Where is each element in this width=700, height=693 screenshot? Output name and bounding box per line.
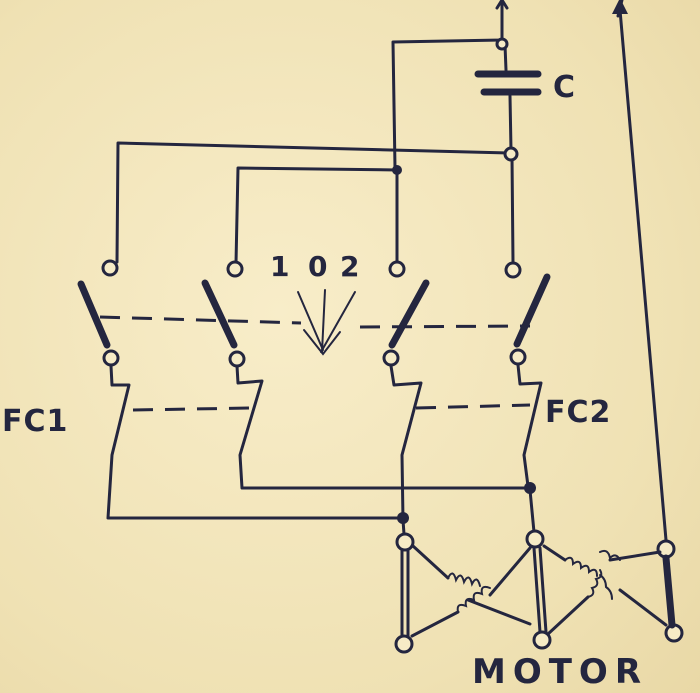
limit-switch-fc1-label: FC1 [2,404,69,439]
switch-terminal-1-bottom [102,349,120,367]
rail-left-switch-wire [115,141,512,264]
switch-blade-2 [201,279,238,349]
capacitor-top-terminal [495,37,509,51]
limit-switch-fc2 [389,363,543,522]
supply-return-line [618,8,668,542]
switch-terminal-3-top [388,260,406,278]
selector-position-0: 0 [308,250,328,283]
switch-blade-3 [388,279,430,349]
limit-switch-fc2-label: FC2 [545,395,612,430]
motor-windings [394,529,684,654]
capacitor-bottom-terminal [503,146,519,162]
motor-feed-right [528,488,536,534]
switch-terminal-3-bottom [382,349,400,367]
motor-feed-left [401,518,406,536]
switch-blade-4 [513,273,551,348]
selector-linkage-dashed [99,315,531,329]
switch-terminal-4-top [504,261,522,279]
rail-second-switch-wire [234,166,400,265]
capacitor-lead-bottom [508,94,513,152]
junction-dot-top [392,165,402,175]
switch-blade-1 [77,280,111,349]
supply-arrow-right [612,0,628,18]
junction-dot-right [524,482,536,494]
capacitor-label: C [553,70,576,105]
selector-position-2: 2 [340,250,360,283]
switch-terminal-2-top [226,260,244,278]
selector-arrow-icon [297,289,356,356]
rail-cap-to-right-switch [510,155,515,264]
capacitor-top-wire [391,12,504,170]
limit-switch-fc1 [106,364,532,520]
motor-label: MOTOR [472,652,649,692]
switch-terminal-2-bottom [228,350,246,368]
switch-terminal-4-bottom [509,348,527,366]
selector-position-1: 1 [270,250,290,283]
junction-dot-left [397,512,409,524]
switch-terminal-1-top [101,259,119,277]
